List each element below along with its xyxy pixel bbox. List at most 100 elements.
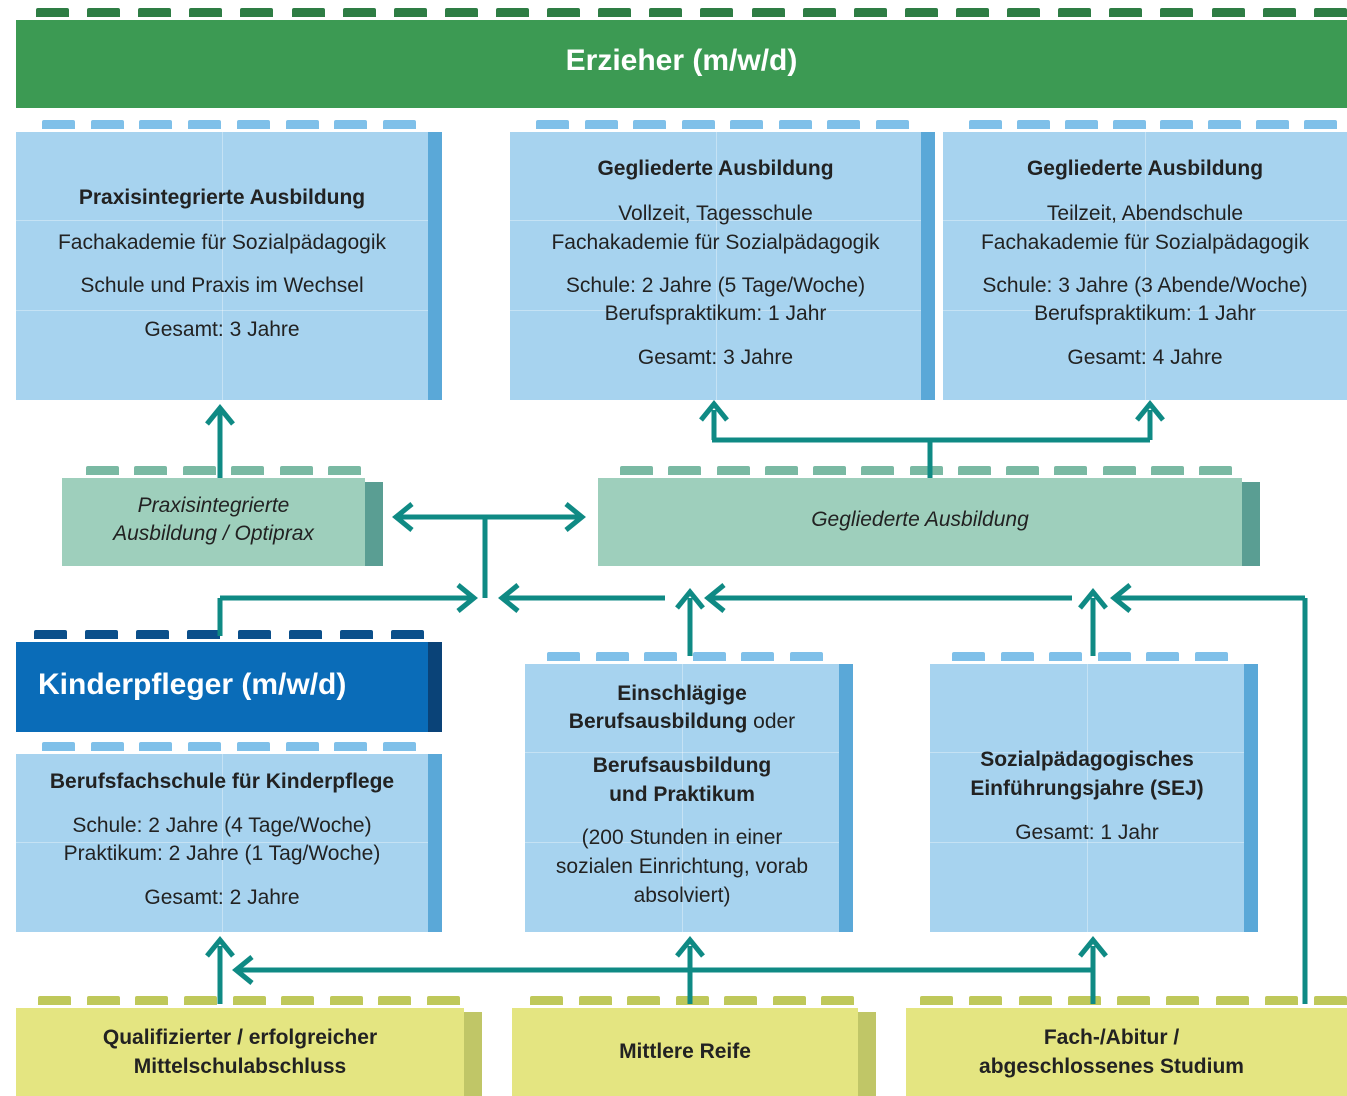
block-stud xyxy=(42,742,75,751)
block-stud xyxy=(1150,466,1184,475)
block-stud xyxy=(238,630,271,639)
block-stud xyxy=(134,466,168,475)
beruf-line2: sozialen Einrichtung, vorab xyxy=(555,855,809,878)
block-stud xyxy=(188,120,222,129)
sej-title2: Einführungsjahre (SEJ) xyxy=(970,777,1204,800)
block-stud xyxy=(633,120,667,129)
block-stud xyxy=(730,120,764,129)
arrowhead-left xyxy=(1110,583,1132,613)
block-stud xyxy=(751,8,785,17)
block-stud xyxy=(139,742,173,751)
block-stud xyxy=(382,120,416,129)
block-stud xyxy=(138,8,172,17)
block-stud xyxy=(1208,120,1242,129)
block-stud xyxy=(1097,652,1131,661)
optiprax-line1: Praxisintegrierte xyxy=(137,494,290,517)
kinderpfleger-block: Kinderpfleger (m/w/d) xyxy=(16,630,442,732)
block-stud xyxy=(1199,466,1232,475)
block-stud xyxy=(281,996,315,1005)
block-stud xyxy=(530,996,563,1005)
teilzeit-line2: Fachakademie für Sozialpädagogik xyxy=(980,231,1310,254)
block-stud xyxy=(1160,8,1194,17)
teilzeit-title: Gegliederte Ausbildung xyxy=(1026,157,1264,180)
teilzeit-line5: Gesamt: 4 Jahre xyxy=(1067,346,1223,369)
block-stud xyxy=(955,8,989,17)
block-stud xyxy=(1262,8,1296,17)
block-stud xyxy=(861,466,895,475)
sej-block: Sozialpädagogisches Einführungsjahre (SE… xyxy=(930,652,1258,932)
block-stud xyxy=(1215,996,1249,1005)
arrowhead-right xyxy=(564,502,586,532)
block-stud xyxy=(909,466,943,475)
arrowhead-up xyxy=(1078,588,1108,610)
arrowhead-up xyxy=(205,404,235,426)
arrowhead-left xyxy=(392,502,414,532)
praxis-line3: Gesamt: 3 Jahre xyxy=(144,318,300,341)
block-stud xyxy=(1109,8,1143,17)
mittelschule-line1: Qualifizierter / erfolgreicher xyxy=(102,1026,378,1049)
berufsfachschule-block: Berufsfachschule für Kinderpflege Schule… xyxy=(16,742,442,932)
block-stud xyxy=(327,466,361,475)
block-stud xyxy=(86,466,119,475)
block-stud xyxy=(853,8,887,17)
block-stud xyxy=(136,630,169,639)
vollzeit-line2: Fachakademie für Sozialpädagogik xyxy=(551,231,880,254)
berufsausbildung-block: Einschlägige Berufsausbildung oder Beruf… xyxy=(525,652,853,932)
block-stud xyxy=(342,8,376,17)
block-stud xyxy=(279,466,313,475)
optiprax-line2: Ausbildung / Optiprax xyxy=(113,522,314,545)
block-stud xyxy=(240,8,274,17)
beruf-title4: und Praktikum xyxy=(609,783,755,806)
vollzeit-line5: Gesamt: 3 Jahre xyxy=(637,346,794,369)
arrowhead-left xyxy=(498,583,520,613)
block-stud xyxy=(681,120,715,129)
block-stud xyxy=(232,996,266,1005)
reife-line1: Mittlere Reife xyxy=(619,1040,751,1063)
block-stud xyxy=(547,652,580,661)
sej-title1: Sozialpädagogisches xyxy=(980,748,1194,771)
block-stud xyxy=(1303,120,1337,129)
block-stud xyxy=(1049,652,1083,661)
block-stud xyxy=(741,652,775,661)
block-stud xyxy=(875,120,909,129)
block-stud xyxy=(139,120,173,129)
arrowhead-up xyxy=(1078,936,1108,958)
block-stud xyxy=(1146,652,1180,661)
block-stud xyxy=(1058,8,1092,17)
block-stud xyxy=(1256,120,1290,129)
block-stud xyxy=(188,742,222,751)
block-stud xyxy=(969,120,1002,129)
block-stud xyxy=(393,8,427,17)
block-stud xyxy=(598,8,632,17)
arrowhead-up xyxy=(675,936,705,958)
block-stud xyxy=(340,630,373,639)
block-stud xyxy=(1264,996,1298,1005)
block-stud xyxy=(764,466,798,475)
block-stud xyxy=(920,996,953,1005)
vollzeit-line4: Berufspraktikum: 1 Jahr xyxy=(604,302,827,325)
block-stud xyxy=(1016,120,1050,129)
mittelschule-line2: Mittelschulabschluss xyxy=(133,1055,347,1078)
arrowhead-up xyxy=(205,936,235,958)
block-stud xyxy=(38,996,71,1005)
block-stud xyxy=(772,996,806,1005)
block-stud xyxy=(536,120,569,129)
gegliederte-vollzeit-block: Gegliederte Ausbildung Vollzeit, Tagessc… xyxy=(510,120,935,400)
block-stud xyxy=(1000,652,1034,661)
beruf-line3: absolviert) xyxy=(633,884,731,907)
beruf-title1: Einschlägige xyxy=(617,682,747,705)
beruf-title2: Berufsausbildung oder xyxy=(525,710,839,734)
beruf-title3: Berufsausbildung xyxy=(592,754,772,777)
block-stud xyxy=(1314,996,1347,1005)
abitur-line1: Fach-/Abitur / xyxy=(1043,1026,1180,1049)
block-stud xyxy=(183,996,217,1005)
block-stud xyxy=(382,742,416,751)
beruf-line1: (200 Stunden in einer xyxy=(581,826,783,849)
block-stud xyxy=(827,120,861,129)
block-stud xyxy=(724,996,757,1005)
block-stud xyxy=(90,120,124,129)
block-stud xyxy=(36,8,69,17)
mittlere-reife-block: Mittlere Reife xyxy=(512,996,876,1096)
block-stud xyxy=(1006,466,1039,475)
